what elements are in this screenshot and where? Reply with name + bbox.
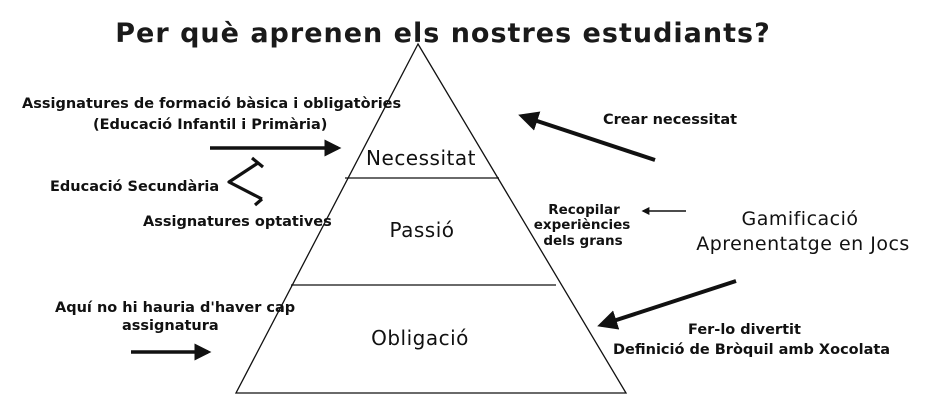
game-learning-label: Aprenentatge en Jocs <box>696 233 910 255</box>
left-annotations: Assignatures de formació bàsica i obliga… <box>22 96 401 361</box>
compile-line2: experiències <box>534 217 631 233</box>
pyramid: Necessitat Passió Obligació <box>234 42 628 394</box>
fun-label: Fer-lo divertit <box>688 322 801 338</box>
level-obligacio: Obligació <box>371 326 469 350</box>
secondary-bracket <box>227 161 263 201</box>
level-passio: Passió <box>389 218 454 242</box>
secondary-bracket-tick-top <box>250 156 265 169</box>
gamification-label: Gamificació <box>741 208 858 230</box>
level-necessitat: Necessitat <box>366 146 476 170</box>
basic-subjects-line1: Assignatures de formació bàsica i obliga… <box>22 96 401 112</box>
compile-line1: Recopilar <box>548 202 620 218</box>
optional-subjects-label: Assignatures optatives <box>143 214 332 230</box>
pyramid-outline <box>234 42 628 394</box>
page-title: Per què aprenen els nostres estudiants? <box>115 18 770 49</box>
fun-arrow <box>597 279 737 330</box>
no-subjects-line1: Aquí no hi hauria d'haver cap <box>55 300 295 316</box>
basic-subjects-line2: (Educació Infantil i Primària) <box>93 117 327 133</box>
compile-line3: dels grans <box>543 233 622 249</box>
right-annotations: Crear necessitat Recopilar experiències … <box>518 111 910 358</box>
broccoli-chocolate-label: Definició de Bròquil amb Xocolata <box>613 342 890 358</box>
secondary-bracket-tick-bottom <box>253 197 264 207</box>
create-need-label: Crear necessitat <box>603 112 737 128</box>
no-subjects-line2: assignatura <box>122 318 219 334</box>
secondary-label: Educació Secundària <box>50 179 219 195</box>
create-need-arrow <box>518 111 656 162</box>
